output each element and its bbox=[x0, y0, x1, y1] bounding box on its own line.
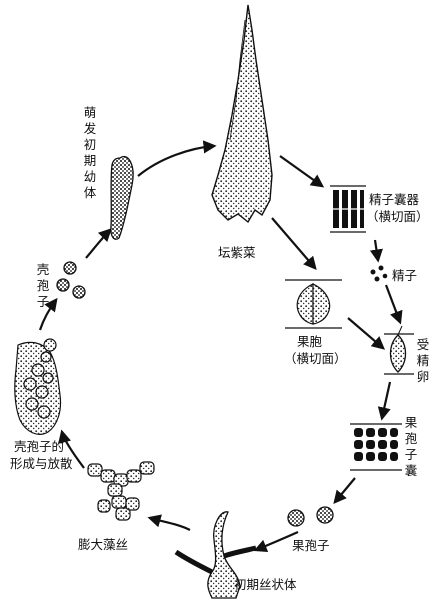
sperm-figure bbox=[370, 265, 388, 282]
label-germling-1: 萌发初期幼体 bbox=[83, 105, 97, 200]
label-spermatangium: 精子囊器 bbox=[369, 192, 420, 207]
label-carpospore: 果孢子 bbox=[292, 538, 330, 553]
carpogonium-figure bbox=[285, 279, 342, 329]
arrow-thallus-to-carpogonium bbox=[271, 217, 317, 271]
fertilized-egg-figure bbox=[384, 325, 414, 375]
label-conchospore: 壳孢子 bbox=[36, 262, 50, 309]
arrow-germling-to-thallus bbox=[137, 140, 217, 177]
arrow-sperm-to-egg bbox=[384, 284, 403, 325]
label-conchospore-formation-2: 形成与放散 bbox=[10, 456, 73, 471]
germling-figure bbox=[110, 155, 134, 240]
carpospore-figure bbox=[287, 506, 334, 527]
swollen-filament-figure bbox=[87, 461, 155, 521]
label-carpogonium: 果胞 bbox=[297, 334, 323, 349]
cycle-arrows bbox=[38, 140, 403, 553]
label-sperm: 精子 bbox=[392, 268, 418, 283]
carposporangium-figure bbox=[350, 423, 402, 471]
label-thallus: 坛紫菜 bbox=[218, 245, 256, 260]
arrow-egg-to-carposporangium bbox=[377, 381, 392, 421]
arrow-carposporangium-to-carpospore bbox=[333, 477, 356, 505]
label-carpogonium-note: （横切面） bbox=[284, 351, 347, 366]
arrow-thallus-to-spermatangium bbox=[279, 155, 325, 188]
label-carposporangium: 果孢子囊 bbox=[404, 415, 418, 478]
spermatangium-figure bbox=[330, 185, 366, 233]
early-filament-figure bbox=[174, 511, 257, 599]
arrow-carpospore-to-filament bbox=[253, 530, 299, 553]
label-fertilized-egg: 受精卵 bbox=[416, 337, 430, 384]
thallus-figure bbox=[211, 4, 273, 224]
label-spermatangium-note: （横切面） bbox=[366, 209, 429, 224]
conchospore-formation-figure bbox=[14, 338, 62, 435]
label-early-filament: 初期丝状体 bbox=[234, 577, 297, 592]
label-conchospore-formation-1: 壳孢子的 bbox=[14, 439, 65, 454]
label-swollen-filament: 膨大藻丝 bbox=[78, 537, 129, 552]
conchospore-figure bbox=[56, 261, 86, 299]
arrow-formation-to-conchospore bbox=[38, 297, 58, 331]
arrow-carpogonium-to-egg bbox=[347, 317, 386, 350]
arrow-filament-to-swollen bbox=[147, 514, 191, 531]
arrow-swollen-to-formation bbox=[58, 429, 85, 469]
arrow-spermatangium-to-sperm bbox=[369, 239, 383, 263]
arrow-conchospore-to-germling bbox=[85, 228, 112, 259]
